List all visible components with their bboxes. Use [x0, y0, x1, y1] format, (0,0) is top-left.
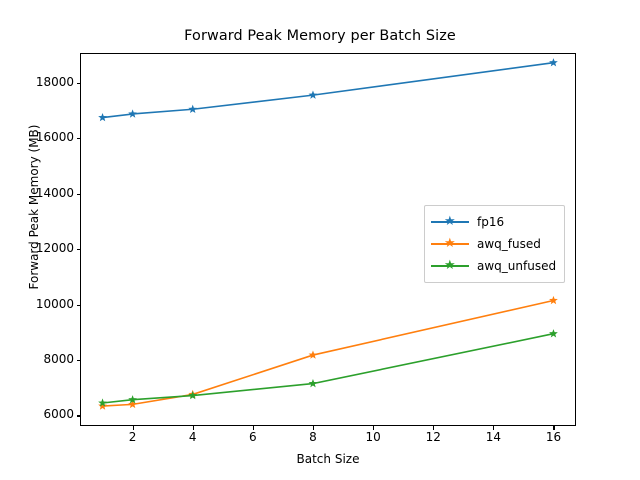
y-tick-label: 14000 [35, 185, 74, 200]
x-tick-label: 8 [309, 430, 317, 444]
x-tick-mark [493, 426, 495, 430]
legend-line-icon [431, 265, 469, 267]
y-tick-mark [76, 138, 80, 140]
y-tick-mark [76, 360, 80, 362]
x-tick-label: 14 [485, 430, 501, 444]
y-tick-label: 18000 [35, 74, 74, 89]
y-tick-mark [76, 193, 80, 195]
x-tick-label: 2 [128, 430, 137, 444]
star-marker-icon: ★ [444, 214, 456, 229]
x-tick-label: 6 [249, 430, 257, 444]
legend-swatch-awq-unfused: ★ [431, 259, 469, 273]
legend-label: awq_unfused [477, 259, 557, 273]
legend-item[interactable]: ★ awq_unfused [431, 255, 556, 277]
legend-item[interactable]: ★ fp16 [431, 211, 556, 233]
x-tick-mark [132, 426, 134, 430]
legend-item[interactable]: ★ awq_fused [431, 233, 556, 255]
x-tick-mark [553, 426, 555, 430]
y-tick-label: 16000 [35, 130, 74, 145]
x-tick-mark [433, 426, 435, 430]
y-tick-mark [76, 249, 80, 251]
x-tick-mark [252, 426, 254, 430]
star-marker-icon: ★ [444, 258, 456, 273]
legend-line-icon [431, 243, 469, 245]
y-tick-mark [76, 82, 80, 85]
legend: ★ fp16 ★ awq_fused ★ awq_unfused [424, 205, 566, 283]
x-tick-mark [312, 426, 315, 430]
y-tick-mark [76, 304, 80, 306]
page-title: Forward Peak Memory per Batch Size [184, 28, 456, 44]
legend-swatch-fp16: ★ [431, 215, 469, 229]
x-tick-label: 12 [425, 430, 441, 444]
y-tick-label: 10000 [35, 296, 74, 311]
plot-area [80, 53, 576, 426]
star-marker-icon: ★ [444, 236, 456, 251]
y-tick-label: 6000 [43, 407, 74, 422]
y-tick-label: 8000 [43, 352, 74, 367]
x-axis-label: Batch Size [296, 452, 360, 466]
legend-line-icon [431, 221, 469, 223]
x-tick-label: 4 [188, 430, 197, 444]
x-tick-label: 16 [545, 430, 562, 444]
x-tick-mark [192, 426, 194, 430]
legend-swatch-awq-fused: ★ [431, 237, 469, 251]
x-tick-mark [373, 426, 375, 430]
legend-label: fp16 [477, 215, 505, 229]
legend-label: awq_fused [477, 237, 541, 251]
x-tick-label: 10 [365, 430, 381, 444]
y-tick-mark [76, 415, 80, 417]
y-tick-label: 12000 [35, 241, 74, 256]
